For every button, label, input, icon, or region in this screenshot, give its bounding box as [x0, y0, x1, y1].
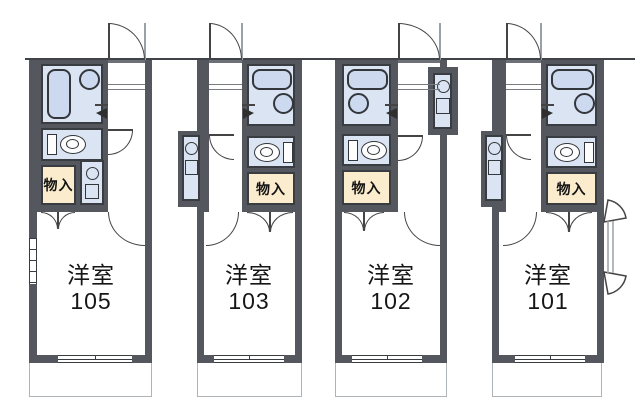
kitchen-sink-icon	[488, 160, 501, 175]
balcony	[197, 363, 302, 397]
hall-door-leaf	[209, 134, 234, 136]
entry-side-line	[144, 23, 146, 60]
toilet-room	[546, 136, 597, 168]
closet: 物入	[247, 172, 295, 205]
balcony-window	[515, 355, 585, 363]
closet-door-leaf	[568, 212, 570, 231]
entry-step	[209, 84, 242, 90]
folding-door-icon	[542, 108, 553, 119]
burner-icon	[437, 80, 450, 93]
kitchen	[80, 160, 104, 205]
toilet-bowl-inner	[66, 139, 79, 149]
closet: 物入	[41, 165, 76, 205]
entry-side-line	[439, 23, 441, 60]
burner-icon	[185, 142, 198, 155]
balcony-window	[352, 355, 422, 363]
walkway-line	[25, 58, 635, 60]
sink-icon	[574, 93, 595, 114]
bathroom	[41, 64, 103, 124]
toilet-room	[247, 136, 295, 168]
bathtub-icon	[47, 69, 71, 119]
folding-door-line	[385, 104, 398, 106]
balcony	[29, 363, 152, 397]
balcony	[335, 363, 447, 397]
closet: 物入	[546, 172, 597, 205]
folding-door-icon	[386, 108, 397, 119]
room-type: 洋室	[524, 262, 572, 288]
entry-sill	[398, 60, 440, 63]
bathtub-icon	[347, 69, 388, 90]
toilet-tank-icon	[348, 140, 358, 161]
room-label: 洋室 105	[46, 262, 136, 314]
bathtub-icon	[252, 69, 292, 90]
bathtub-icon	[551, 69, 594, 90]
room-number: 101	[527, 288, 569, 315]
folding-door-line	[95, 104, 108, 106]
room-number: 105	[70, 288, 112, 315]
kitchen	[182, 135, 200, 201]
sink-icon	[79, 69, 100, 90]
hall-door-leaf	[506, 134, 531, 136]
toilet-room	[41, 128, 103, 161]
balcony	[492, 363, 602, 397]
closet-door-leaf	[363, 212, 365, 230]
balcony-window	[58, 355, 132, 363]
folding-door-icon	[96, 108, 107, 119]
room-type: 洋室	[367, 262, 415, 288]
kitchen-sink-icon	[185, 160, 198, 175]
room-label: 洋室 103	[204, 262, 294, 314]
kitchen	[485, 135, 503, 201]
room-label: 洋室 101	[503, 262, 593, 314]
toilet-bowl-inner	[367, 145, 380, 155]
toilet-tank-icon	[47, 134, 57, 155]
closet-label: 物入	[351, 179, 382, 196]
entry-door-arc	[209, 23, 242, 60]
closet-door-leaf	[269, 212, 271, 231]
room-number: 103	[228, 288, 270, 315]
closet-door-leaf	[57, 212, 59, 228]
toilet-tank-icon	[584, 142, 594, 163]
burner-icon	[488, 142, 501, 155]
entry-step	[108, 84, 145, 90]
entry-sill	[108, 60, 145, 63]
room-type: 洋室	[225, 262, 273, 288]
bathroom	[546, 64, 597, 126]
folding-door-line	[541, 104, 554, 106]
entry-sill	[209, 60, 242, 63]
room-number: 102	[370, 288, 412, 315]
burner-icon	[86, 167, 99, 180]
folding-door-line	[242, 104, 255, 106]
kitchen-sink-icon	[436, 98, 450, 114]
closet: 物入	[342, 170, 391, 205]
toilet-door-leaf	[108, 129, 133, 131]
side-window	[29, 238, 37, 284]
kitchen	[433, 73, 452, 129]
closet-label: 物入	[256, 180, 286, 197]
toilet-room	[342, 134, 391, 166]
room-type: 洋室	[67, 262, 115, 288]
kitchen-sink-icon	[85, 184, 99, 199]
closet-label: 物入	[43, 177, 74, 193]
toilet-tank-icon	[283, 142, 293, 163]
toilet-door-leaf	[398, 135, 423, 137]
bathroom	[342, 64, 391, 126]
entry-step	[398, 84, 440, 90]
entry-door-arc	[108, 23, 145, 60]
toilet-bowl-inner	[260, 147, 273, 157]
sink-icon	[348, 93, 369, 114]
exterior-casement-doors-icon	[603, 199, 627, 295]
toilet-bowl-inner	[560, 147, 573, 157]
entry-step	[506, 84, 541, 90]
balcony-window	[214, 355, 284, 363]
entry-door-arc	[506, 23, 541, 60]
sink-icon	[273, 93, 294, 114]
room-label: 洋室 102	[346, 262, 436, 314]
entry-side-line	[241, 23, 243, 60]
entry-door-arc	[398, 23, 440, 60]
entry-side-line	[540, 23, 542, 60]
entry-sill	[506, 60, 541, 63]
closet-label: 物入	[556, 180, 587, 197]
folding-door-icon	[243, 108, 254, 119]
bathroom	[247, 64, 295, 126]
